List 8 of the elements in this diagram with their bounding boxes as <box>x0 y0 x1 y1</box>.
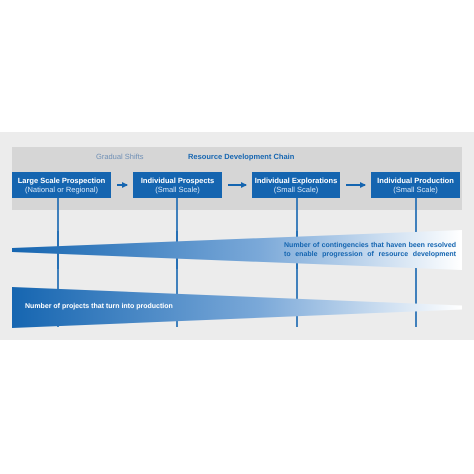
stage-box <box>133 172 222 198</box>
stage-box <box>12 172 111 198</box>
stage-box <box>371 172 460 198</box>
stage-box <box>252 172 340 198</box>
arrow <box>346 182 366 188</box>
arrow <box>228 182 247 188</box>
arrow <box>117 182 128 188</box>
chain-band <box>12 147 462 210</box>
